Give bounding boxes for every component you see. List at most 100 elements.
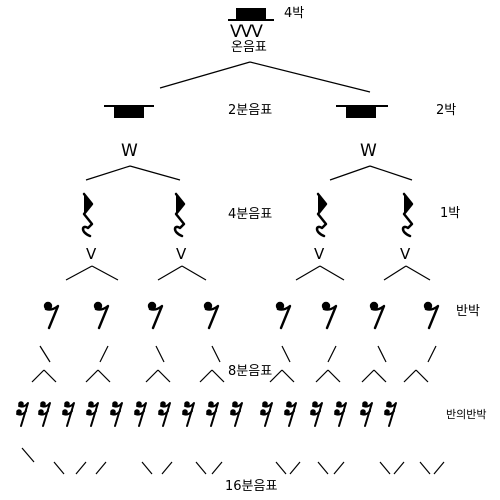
sixteenth-rest-15 [359,400,373,427]
split-mark-half-right: W [360,141,377,161]
quarter-rest-3 [315,192,328,238]
branch-line [157,369,171,383]
branch-line [393,461,405,475]
branch-line [249,61,371,93]
eighth-rest-5 [274,300,292,330]
eighth-name-label: 8분음표 [228,364,273,379]
branch-line [145,369,159,383]
split-mark-half-left: W [121,141,138,161]
sixteenth-rest-4 [85,400,99,427]
half-rest-block-right [346,106,376,118]
branch-line [403,369,417,383]
sixteenth-rest-2 [37,400,51,427]
branch-line [211,461,223,475]
sixteenth-rest-1 [15,400,29,427]
branch-line [405,265,431,281]
branch-line [319,265,345,281]
branch-line [269,369,283,383]
split-mark-whole: VVV [230,22,263,42]
branch-line [43,369,57,383]
split-mark-quarter-3: V [314,245,325,263]
sixteenth-rest-8 [181,400,195,427]
whole-rest-block [236,8,266,20]
branch-line [155,345,165,363]
branch-line [333,461,345,475]
branch-line [315,369,329,383]
branch-line [39,345,51,363]
branch-line [415,369,429,383]
sixteenth-beats-label: 반의반박 [446,408,487,421]
branch-line [75,461,87,475]
eighth-rest-2 [92,300,110,330]
branch-line [181,265,207,281]
eighth-rest-1 [42,300,60,330]
branch-line [53,461,65,475]
branch-line [129,165,181,181]
branch-line [161,461,173,475]
eighth-rest-8 [422,300,440,330]
branch-line [211,345,221,363]
sixteenth-rest-12 [283,400,297,427]
branch-line [91,265,119,281]
branch-line [159,61,251,89]
split-mark-quarter-2: V [176,245,187,263]
half-name-label: 2분음표 [228,103,273,118]
branch-line [377,345,387,363]
branch-line [21,447,35,463]
branch-line [281,345,291,363]
eighth-rest-7 [368,300,386,330]
quarter-beats-label: 1박 [440,206,461,221]
sixteenth-rest-10 [229,400,243,427]
branch-line [157,265,183,281]
eighth-rest-4 [202,300,220,330]
branch-line [379,461,391,475]
branch-line [99,345,109,363]
whole-beats-label: 4박 [284,6,305,21]
eighth-rest-3 [146,300,164,330]
branch-line [85,165,131,181]
eighth-beats-label: 반박 [456,304,480,319]
branch-line [275,461,287,475]
whole-name-label: 온음표 [231,40,267,55]
sixteenth-rest-16 [383,400,397,427]
branch-line [65,265,93,281]
branch-line [369,165,413,181]
branch-line [195,461,207,475]
branch-line [295,265,321,281]
sixteenth-rest-3 [61,400,75,427]
quarter-name-label: 4분음표 [228,207,273,222]
branch-line [281,369,295,383]
branch-line [97,369,111,383]
branch-line [433,461,445,475]
half-rest-block-left [114,106,144,118]
split-mark-quarter-4: V [400,245,411,263]
branch-line [373,369,387,383]
sixteenth-rest-14 [333,400,347,427]
quarter-rest-2 [173,192,186,238]
branch-line [361,369,375,383]
split-mark-quarter-1: V [86,245,97,263]
branch-line [31,369,45,383]
half-beats-label: 2박 [436,103,457,118]
branch-line [427,345,437,363]
branch-line [85,369,99,383]
branch-line [329,165,371,181]
branch-line [289,461,301,475]
quarter-rest-1 [81,192,94,238]
quarter-rest-4 [401,192,414,238]
sixteenth-rest-11 [259,400,273,427]
branch-line [317,461,329,475]
sixteenth-rest-7 [157,400,171,427]
sixteenth-rest-5 [109,400,123,427]
branch-line [383,265,407,281]
sixteenth-rest-9 [205,400,219,427]
sixteenth-rest-13 [309,400,323,427]
branch-line [199,369,213,383]
eighth-rest-6 [320,300,338,330]
branch-line [95,461,107,475]
branch-line [419,461,431,475]
sixteenth-rest-6 [133,400,147,427]
branch-line [327,345,337,363]
